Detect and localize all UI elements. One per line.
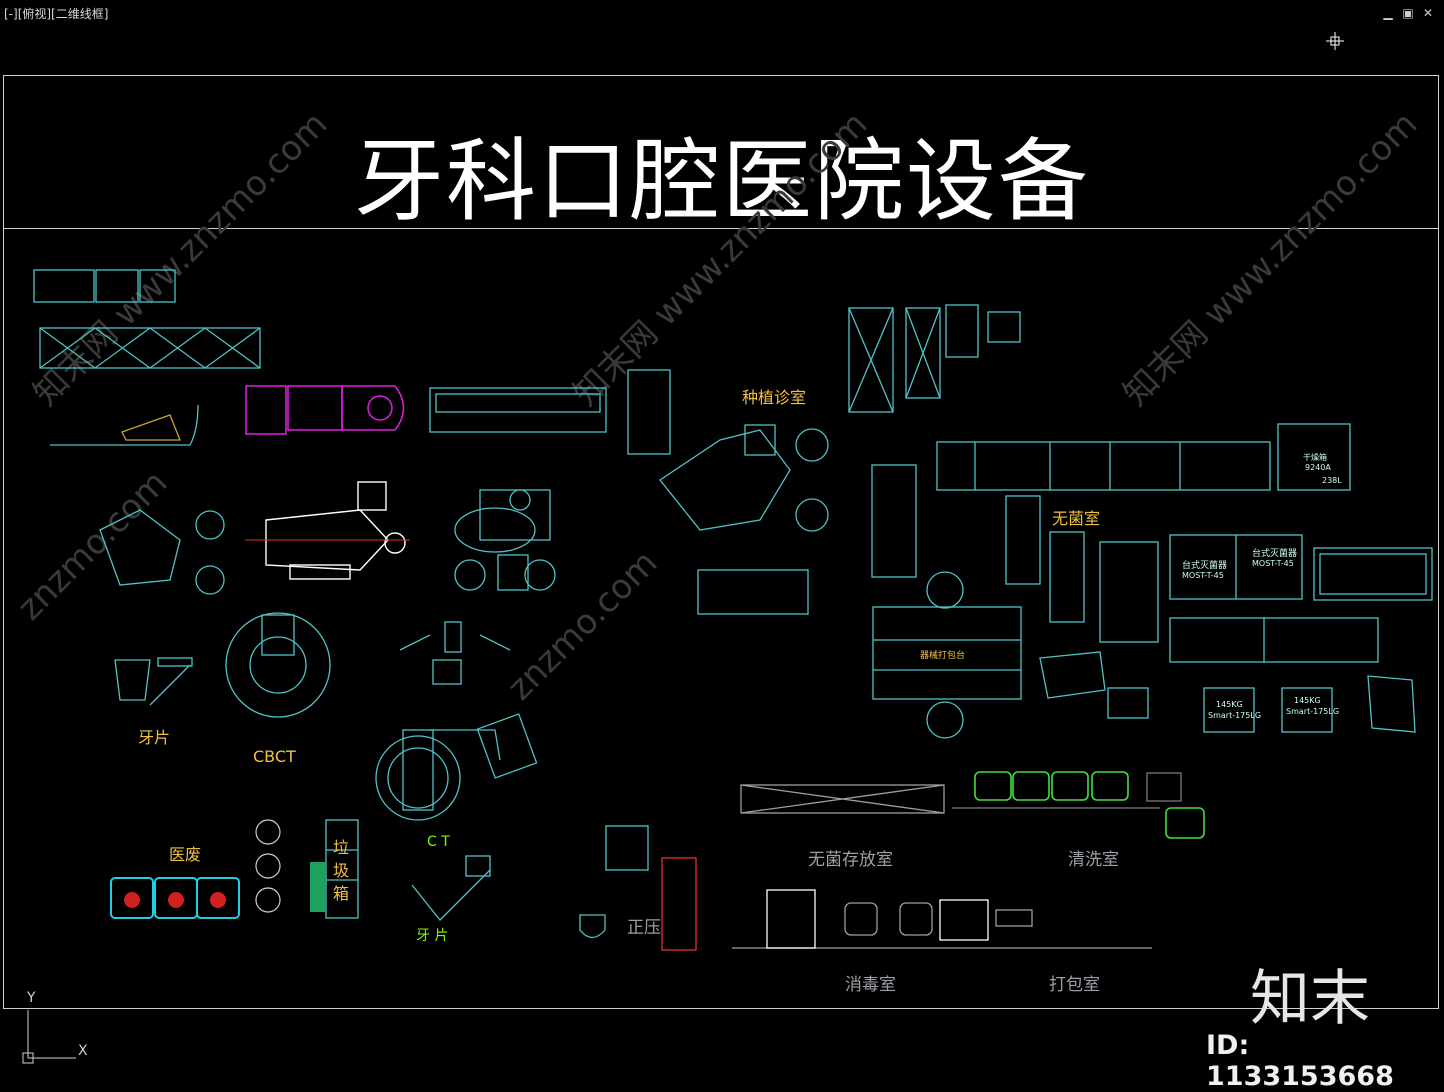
title-separator [3,228,1439,229]
viewport-label[interactable]: [-][俯视][二维线框] [4,7,109,21]
brand-logo: 知末 [1250,964,1370,1034]
label-packing-table: 器械打包台 [920,651,966,661]
label-ct: C T [427,834,450,850]
minimize-icon[interactable]: ▁ [1383,6,1393,20]
ucs-y-label: Y [27,990,36,1006]
label-cleaning-room: 清洗室 [1068,850,1119,870]
id-text: ID: 1133153668 [1206,1030,1394,1092]
label-cabinet-title: 干燥箱 [1303,453,1327,462]
label-positive-pressure: 正压 [627,918,661,938]
label-cleaner-2-model: Smart-175LG [1286,707,1340,716]
drawing-title: 牙科口腔医院设备 [354,129,1090,234]
label-cabinet-volume: 238L [1322,476,1342,485]
label-cleaner-1-model: Smart-175LG [1208,711,1262,720]
label-sterilizer-1: 台式灭菌器 [1182,561,1228,571]
label-cabinet-model: 9240A [1305,463,1331,472]
label-trash-3: 箱 [333,884,350,903]
label-sterile-room: 无菌室 [1052,509,1101,528]
label-cleaner-2: 145KG [1294,696,1321,705]
label-dental-film-bottom: 牙 片 [416,928,449,944]
close-icon[interactable]: ✕ [1422,6,1434,20]
label-cbct: CBCT [253,747,296,766]
cabinet [33,269,95,303]
label-trash-2: 圾 [333,861,350,880]
drawing-frame [3,75,1439,1009]
label-sterilizer-model-2: MOST-T-45 [1252,559,1294,568]
label-cleaner-1: 145KG [1216,700,1243,709]
ucs-x-label: X [78,1043,88,1059]
label-medical-waste: 医废 [169,845,202,864]
label-sterilizer-model-1: MOST-T-45 [1182,571,1224,580]
label-disinfection-room: 消毒室 [845,975,896,995]
label-sterile-storage: 无菌存放室 [808,850,893,870]
crosshair-cursor-icon [1326,32,1344,50]
label-trash-1: 垃 [333,838,350,857]
label-dental-film: 牙片 [138,728,171,747]
restore-icon[interactable]: ▣ [1402,6,1414,20]
label-sterilizer-2: 台式灭菌器 [1252,549,1298,559]
label-implant-room: 种植诊室 [742,388,807,407]
label-packing-room: 打包室 [1049,975,1100,995]
